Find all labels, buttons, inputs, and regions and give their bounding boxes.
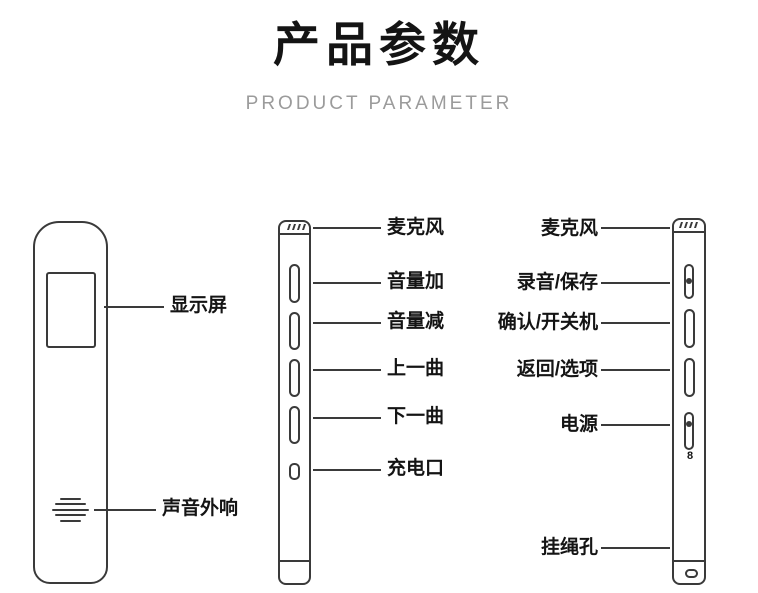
- callout-line-record-save: [601, 282, 670, 284]
- label-display-screen: 显示屏: [170, 295, 228, 316]
- label-speaker: 声音外响: [162, 498, 239, 519]
- callout-line-back-options: [601, 369, 670, 371]
- callout-line-power: [601, 424, 670, 426]
- label-back-options: 返回/选项: [516, 359, 598, 380]
- top-seam: [280, 233, 309, 235]
- confirm-power-button: [684, 309, 695, 348]
- page-title: 产品参数: [273, 18, 485, 71]
- label-next-track: 下一曲: [387, 406, 445, 427]
- label-previous-track: 上一曲: [387, 358, 445, 379]
- callout-line-mic: [601, 227, 670, 229]
- page-subtitle: PRODUCT PARAMETER: [245, 93, 513, 114]
- bottom-seam: [280, 560, 309, 562]
- volume-up-button: [289, 264, 300, 303]
- label-lanyard-hole: 挂绳孔: [540, 537, 598, 558]
- label-charging-port: 充电口: [387, 458, 445, 479]
- label-microphone: 麦克风: [387, 217, 445, 238]
- label-confirm-power: 确认/开关机: [497, 312, 598, 333]
- speaker-grille-icon: [52, 494, 89, 525]
- switch-knob: [686, 278, 692, 284]
- callout-line-volume-down: [313, 322, 381, 324]
- top-seam: [674, 231, 704, 233]
- callout-line-speaker: [94, 509, 156, 511]
- label-power: 电源: [559, 414, 598, 435]
- microphone-grille-icon: [287, 224, 306, 230]
- callout-line-confirm-power: [601, 322, 670, 324]
- bottom-seam: [674, 560, 704, 562]
- device-side-view-buttons: [278, 220, 311, 585]
- callout-line-display-screen: [104, 306, 164, 308]
- callout-line-lanyard-hole: [601, 547, 670, 549]
- power-switch: [684, 412, 694, 450]
- label-volume-up: 音量加: [387, 271, 445, 292]
- next-track-button: [289, 406, 300, 444]
- microphone-grille-icon: [679, 222, 698, 228]
- callout-line-next-track: [313, 417, 381, 419]
- display-screen: [46, 272, 96, 348]
- callout-line-previous-track: [313, 369, 381, 371]
- switch-knob: [686, 421, 692, 427]
- label-microphone: 麦克风: [540, 218, 598, 239]
- callout-line-mic: [313, 227, 381, 229]
- label-record-save: 录音/保存: [516, 272, 598, 293]
- callout-line-volume-up: [313, 282, 381, 284]
- device-front-view: [33, 221, 108, 584]
- charging-port: [289, 463, 300, 480]
- power-mark: 8: [687, 450, 694, 462]
- volume-down-button: [289, 312, 300, 350]
- lanyard-hole: [685, 569, 698, 578]
- label-volume-down: 音量减: [387, 311, 445, 332]
- callout-line-charging-port: [313, 469, 381, 471]
- device-side-view-controls: 8: [672, 218, 706, 585]
- previous-track-button: [289, 359, 300, 397]
- back-options-button: [684, 358, 695, 397]
- record-save-switch: [684, 264, 694, 299]
